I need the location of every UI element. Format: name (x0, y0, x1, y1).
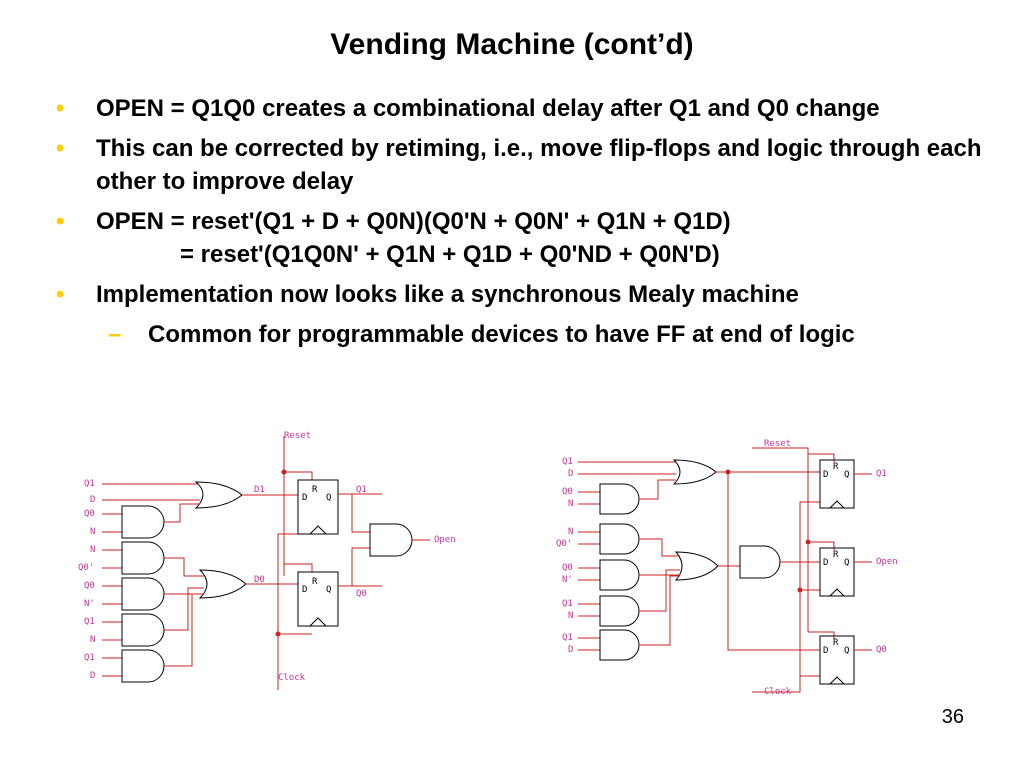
q0-label: Q0 (876, 645, 887, 655)
and-gates (599, 483, 640, 661)
right-input-labels: Q1 D Q0 N N Q0' Q0 N' Q1 N Q1 D (556, 457, 573, 655)
d1-label: D1 (254, 485, 265, 495)
bullet-list: • OPEN = Q1Q0 creates a combinational de… (56, 92, 986, 351)
svg-text:Q: Q (844, 470, 849, 480)
svg-text:D: D (823, 558, 828, 568)
input-label: Q0 (84, 509, 95, 519)
sub-bullet: – Common for programmable devices to hav… (108, 318, 978, 351)
input-label: N (568, 611, 573, 621)
svg-text:R: R (833, 550, 839, 560)
input-label: N (90, 635, 95, 645)
bullet-4: • Implementation now looks like a synchr… (56, 278, 986, 311)
and-gates (121, 505, 165, 683)
bullet-3-text: OPEN = reset'(Q1 + D + Q0N)(Q0'N + Q0N' … (96, 208, 731, 235)
input-label: N (568, 499, 573, 509)
q0-label: Q0 (356, 589, 367, 599)
svg-text:R: R (312, 485, 318, 495)
bullet-1: • OPEN = Q1Q0 creates a combinational de… (56, 92, 986, 125)
input-label: N (90, 545, 95, 555)
slide-title: Vending Machine (cont’d) (330, 28, 694, 61)
dash-marker: – (108, 321, 122, 348)
left-circuit-diagram: Q1 D Q0 N N Q0' Q0 N' Q1 N Q1 D D1 D0 Re… (78, 431, 456, 690)
input-label: D (90, 495, 95, 505)
input-label: Q0 (562, 487, 573, 497)
q1-label: Q1 (356, 485, 367, 495)
bullet-marker: • (56, 135, 65, 162)
input-label: Q1 (562, 633, 573, 643)
svg-text:R: R (833, 462, 839, 472)
svg-text:D: D (823, 646, 828, 656)
bullet-1-text: OPEN = Q1Q0 creates a combinational dela… (96, 95, 880, 122)
sub-bullet-text: Common for programmable devices to have … (148, 321, 855, 348)
bullet-2: • This can be corrected by retiming, i.e… (56, 132, 986, 198)
input-label: Q0 (84, 581, 95, 591)
input-label: N' (562, 575, 573, 585)
input-label: Q1 (562, 457, 573, 467)
input-label: N (90, 527, 95, 537)
bullet-marker: • (56, 95, 65, 122)
reset-label: Reset (764, 439, 791, 449)
right-circuit-diagram: Q1 D Q0 N N Q0' Q0 N' Q1 N Q1 D Reset Cl… (556, 439, 898, 697)
flip-flop-q1: DRQ (819, 459, 855, 509)
bullet-2-text: This can be corrected by retiming, i.e.,… (96, 135, 982, 195)
svg-text:Q: Q (844, 646, 849, 656)
open-label: Open (434, 535, 456, 545)
input-label: Q1 (84, 479, 95, 489)
svg-text:D: D (302, 493, 307, 503)
svg-text:R: R (312, 577, 318, 587)
svg-text:Q: Q (844, 558, 849, 568)
q1-label: Q1 (876, 469, 887, 479)
input-label: Q1 (562, 599, 573, 609)
input-label: Q1 (84, 653, 95, 663)
svg-text:D: D (823, 470, 828, 480)
svg-text:R: R (833, 638, 839, 648)
input-label: N (568, 527, 573, 537)
input-label: D (90, 671, 95, 681)
bullet-3-text-line2: = reset'(Q1Q0N' + Q1N + Q1D + Q0'ND + Q0… (180, 241, 720, 268)
bullet-4-text: Implementation now looks like a synchron… (96, 281, 799, 308)
input-label: Q0' (556, 539, 572, 549)
svg-text:Q: Q (326, 585, 331, 595)
flip-flop-d1: D R Q (297, 479, 339, 535)
flip-flop-q0: DRQ (819, 635, 855, 685)
clock-label: Clock (278, 673, 306, 683)
input-label: Q0 (562, 563, 573, 573)
svg-text:D: D (302, 585, 307, 595)
left-input-labels: Q1 D Q0 N N Q0' Q0 N' Q1 N Q1 D (78, 479, 95, 681)
svg-text:Q: Q (326, 493, 331, 503)
open-label: Open (876, 557, 898, 567)
d0-label: D0 (254, 575, 265, 585)
reset-label: Reset (284, 431, 311, 441)
clock-label: Clock (764, 687, 792, 697)
input-label: Q1 (84, 617, 95, 627)
input-label: N' (84, 599, 95, 609)
bullet-3: • OPEN = reset'(Q1 + D + Q0N)(Q0'N + Q0N… (56, 205, 986, 271)
flip-flop-d0: D R Q (297, 571, 339, 627)
bullet-marker: • (56, 208, 65, 235)
input-label: Q0' (78, 563, 94, 573)
flip-flop-open: DRQ (819, 547, 855, 597)
input-label: D (568, 645, 573, 655)
input-label: D (568, 469, 573, 479)
page-number: 36 (941, 706, 964, 728)
bullet-marker: • (56, 281, 65, 308)
